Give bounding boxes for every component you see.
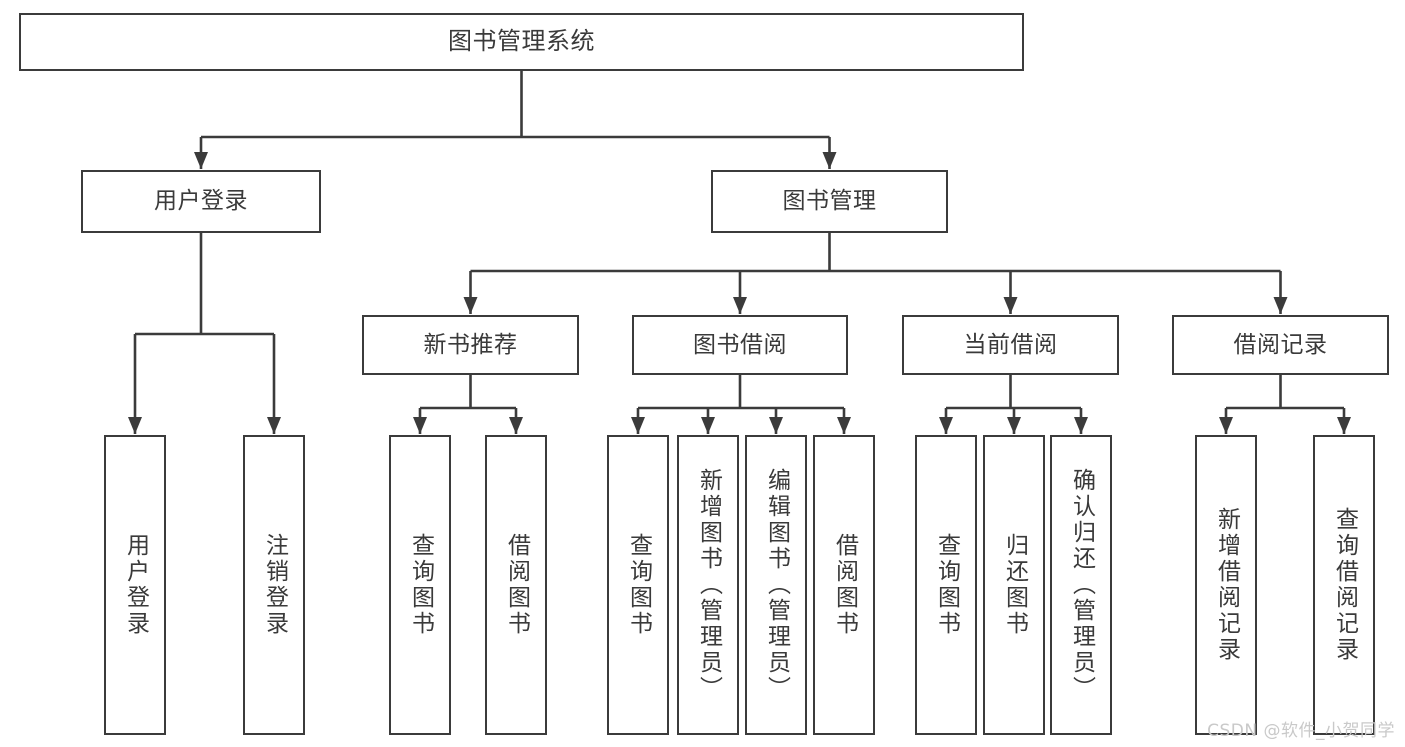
node-leaf-borrow-book-1: 借阅图书 [485,435,547,735]
node-leaf-return-book: 归还图书 [983,435,1045,735]
node-leaf-logout: 注销登录 [243,435,305,735]
node-leaf-confirm-return: 确认归还（管理员） [1050,435,1112,735]
node-borrow-record: 借阅记录 [1172,315,1389,375]
node-root: 图书管理系统 [19,13,1024,71]
node-book-borrow: 图书借阅 [632,315,848,375]
node-book-management: 图书管理 [711,170,948,233]
node-leaf-query-book-1: 查询图书 [389,435,451,735]
node-leaf-edit-book: 编辑图书（管理员） [745,435,807,735]
node-leaf-add-record: 新增借阅记录 [1195,435,1257,735]
node-new-book-recommend: 新书推荐 [362,315,579,375]
node-leaf-query-record: 查询借阅记录 [1313,435,1375,735]
node-leaf-query-book-3: 查询图书 [915,435,977,735]
node-leaf-borrow-book-2: 借阅图书 [813,435,875,735]
watermark: CSDN @软件_小贺同学 [1207,721,1395,741]
node-user-login: 用户登录 [81,170,321,233]
node-leaf-user-login: 用户登录 [104,435,166,735]
node-current-borrow: 当前借阅 [902,315,1119,375]
node-leaf-add-book: 新增图书（管理员） [677,435,739,735]
node-leaf-query-book-2: 查询图书 [607,435,669,735]
